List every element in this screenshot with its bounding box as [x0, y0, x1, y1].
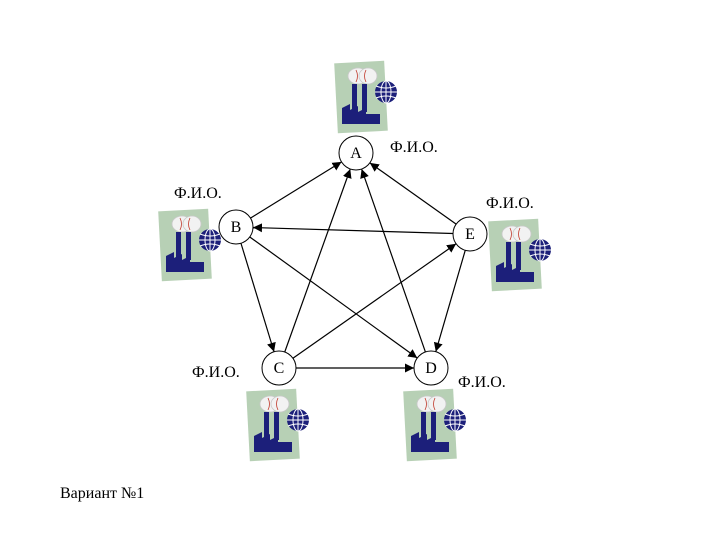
node-label: D	[425, 360, 437, 377]
person-name-label: Ф.И.О.	[458, 374, 506, 391]
edge-e-d	[433, 250, 466, 352]
node-c: C	[261, 350, 297, 386]
node-label: C	[274, 360, 285, 377]
person-name-label: Ф.И.О.	[390, 139, 438, 156]
labels-layer: Ф.И.О. Ф.И.О. Ф.И.О. Ф.И.О. Ф.И.О.	[174, 139, 534, 391]
nodes-layer: A B C D E	[218, 135, 488, 386]
node-circle	[452, 216, 488, 252]
icons-layer	[157, 60, 552, 462]
edge-e-a	[369, 162, 457, 225]
edge-c-a	[284, 168, 352, 353]
node-circle	[261, 350, 297, 386]
edge-b-a	[250, 161, 342, 219]
edge-d-a	[360, 168, 426, 353]
factory-globe-icon	[487, 218, 552, 292]
node-a: A	[338, 135, 374, 171]
node-label: A	[350, 145, 362, 162]
node-circle	[338, 135, 374, 171]
person-name-label: Ф.И.О.	[174, 185, 222, 202]
person-name-label: Ф.И.О.	[192, 364, 240, 381]
edges-layer	[240, 161, 466, 373]
edge-b-c	[240, 243, 276, 352]
node-b: B	[218, 209, 254, 245]
node-d: D	[413, 350, 449, 386]
variant-label: Вариант №1	[60, 485, 144, 502]
node-label: E	[465, 226, 475, 243]
node-label: B	[231, 219, 242, 236]
factory-globe-icon	[245, 388, 310, 462]
edge-e-b	[252, 223, 454, 235]
factory-globe-icon	[402, 388, 467, 462]
node-circle	[413, 350, 449, 386]
edge-c-e	[292, 243, 457, 359]
node-circle	[218, 209, 254, 245]
factory-globe-icon	[333, 60, 398, 134]
node-e: E	[452, 216, 488, 252]
factory-globe-icon	[157, 208, 222, 282]
edge-b-d	[249, 236, 418, 359]
person-name-label: Ф.И.О.	[486, 195, 534, 212]
